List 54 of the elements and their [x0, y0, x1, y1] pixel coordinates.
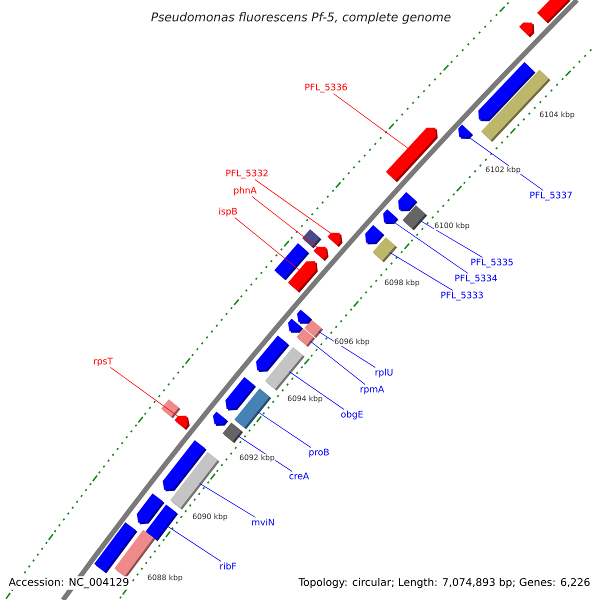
- gene-feature: [161, 399, 180, 418]
- gene-feature: [225, 376, 256, 411]
- gene-label: PFL_5333: [441, 292, 483, 300]
- gene-feature: [297, 310, 312, 324]
- leader-line: [310, 340, 366, 385]
- leader-line: [419, 220, 483, 258]
- gene-feature: [302, 229, 322, 248]
- gene-feature: [386, 128, 438, 182]
- gene-feature: [519, 22, 534, 38]
- gene-feature: [162, 440, 207, 492]
- leader-line: [252, 196, 318, 248]
- leader-line: [110, 367, 178, 417]
- leader-line: [393, 221, 468, 274]
- gene-label: obgE: [341, 410, 363, 420]
- gene-feature: [328, 232, 342, 248]
- gene-feature: [212, 412, 228, 426]
- gene-feature: [398, 192, 418, 212]
- gene-label: rpsT: [94, 358, 113, 366]
- gene-label: rpmA: [360, 386, 384, 394]
- gene-label: mviN: [252, 518, 274, 526]
- gene-label: phnA: [234, 186, 257, 196]
- gene-label: PFL_5332: [226, 170, 268, 178]
- gene-label: ispB: [219, 208, 237, 216]
- gene-feature: [288, 318, 304, 333]
- gene-label: rplU: [376, 368, 392, 378]
- gene-feature: [256, 335, 290, 372]
- gene-feature: [314, 246, 328, 262]
- gene-label: PFL_5335: [471, 258, 513, 268]
- gene-label: creA: [289, 472, 309, 480]
- leader-line: [333, 93, 408, 148]
- gene-feature: [222, 422, 244, 444]
- gene-feature: [274, 243, 310, 280]
- gene-label: PFL_5336: [305, 84, 347, 92]
- leader-line: [257, 411, 312, 448]
- gene-feature: [458, 124, 474, 140]
- genome-stats-label: Topology: circular; Length: 7,074,893 bp; Genes: 6,226: [297, 576, 592, 590]
- title: Pseudomonas fluorescens Pf-5, complete genome: [151, 12, 451, 24]
- gene-label: proB: [309, 448, 329, 458]
- leader-line: [389, 252, 454, 291]
- gene-feature: [365, 224, 384, 244]
- gene-feature: [383, 209, 398, 224]
- gene-feature: [537, 0, 570, 24]
- gene-feature: [136, 493, 164, 524]
- leader-line: [166, 525, 222, 562]
- leader-line: [254, 179, 332, 234]
- gene-label: PFL_5334: [455, 274, 497, 284]
- gene-feature: [174, 416, 190, 430]
- leader-line: [318, 331, 376, 368]
- gene-label: ribF: [220, 562, 236, 570]
- leader-line: [199, 483, 256, 518]
- leader-line: [234, 217, 300, 270]
- accession-label: Accession: NC_004129: [7, 576, 131, 590]
- gene-label: PFL_5337: [530, 192, 572, 200]
- leader-line: [289, 371, 344, 410]
